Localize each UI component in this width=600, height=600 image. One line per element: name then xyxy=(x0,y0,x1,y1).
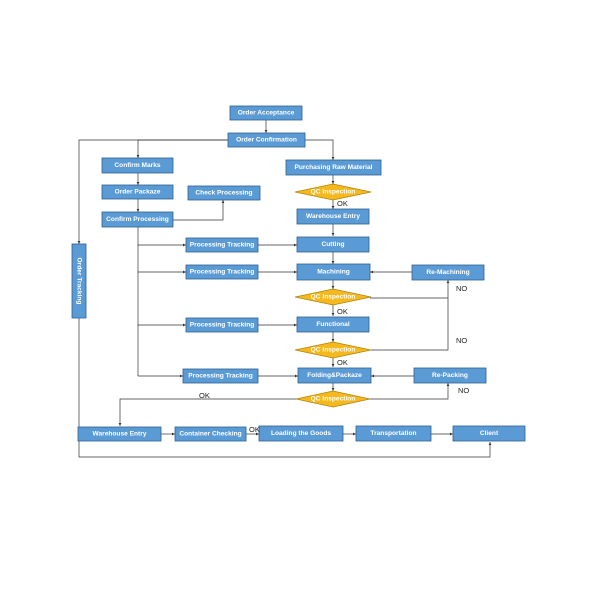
label-processing-tracking-1: Processing Tracking xyxy=(190,242,255,249)
arrow-qc2-no-to-remachining xyxy=(370,280,450,299)
no-label-qc3: NO xyxy=(456,336,467,345)
line-qc3-no-to-remachining xyxy=(370,298,449,351)
label-transportation: Transportation xyxy=(370,430,416,437)
box-order-tracking: Order Tracking xyxy=(71,243,87,319)
box-cutting: Cutting xyxy=(296,236,370,253)
box-warehouse-entry-bottom: Warehouse Entry xyxy=(77,426,162,442)
box-processing-tracking-3: Processing Tracking xyxy=(185,317,259,333)
arrow-confirmation-to-marks xyxy=(136,139,228,158)
box-warehouse-entry-top: Warehouse Entry xyxy=(296,208,370,225)
label-container-checking: Container Checking xyxy=(179,431,241,438)
label-processing-tracking-2: Processing Tracking xyxy=(190,269,255,276)
box-processing-tracking-4: Processing Tracking xyxy=(182,368,259,384)
ok-label-qc2: OK xyxy=(337,307,348,316)
box-re-machining: Re-Machining xyxy=(411,264,485,281)
diamond-qc-inspection-3: QC Inspection xyxy=(294,341,372,359)
box-confirm-marks: Confirm Marks xyxy=(101,157,174,174)
label-warehouse-entry-top: Warehouse Entry xyxy=(306,213,360,220)
label-cutting: Cutting xyxy=(321,241,344,248)
label-re-packing: Re-Packing xyxy=(432,372,468,379)
label-confirm-marks: Confirm Marks xyxy=(114,162,160,169)
diamond-qc-inspection-4: QC Inspection xyxy=(295,390,371,408)
ok-label-qc3: OK xyxy=(337,358,348,367)
label-processing-tracking-3: Processing Tracking xyxy=(190,322,255,329)
box-confirm-processing: Confirm Processing xyxy=(101,211,174,228)
arrow-confirm-to-check-processing xyxy=(173,200,225,221)
arrow-confirmation-to-order-tracking xyxy=(77,139,228,244)
box-folding-package: Folding&Packaze xyxy=(297,367,372,384)
label-check-processing: Check Processing xyxy=(195,190,252,197)
label-re-machining: Re-Machining xyxy=(426,269,469,276)
label-processing-tracking-4: Processing Tracking xyxy=(188,373,253,380)
label-machining: Machining xyxy=(317,269,350,276)
label-qc-inspection-2: QC Inspection xyxy=(311,294,356,301)
arrow-qc4-ok-to-warehouse xyxy=(118,398,297,426)
no-label-qc2: NO xyxy=(456,284,467,293)
diamond-qc-inspection-1: QC Inspection xyxy=(294,183,372,201)
box-order-confirmation: Order Confirmation xyxy=(227,132,306,148)
label-loading-the-goods: Loading the Goods xyxy=(271,430,331,437)
box-processing-tracking-2: Processing Tracking xyxy=(185,264,259,280)
connectors xyxy=(77,120,492,458)
box-transportation: Transportation xyxy=(355,425,432,442)
no-label-qc4: NO xyxy=(458,386,469,395)
label-folding-package: Folding&Packaze xyxy=(307,372,362,379)
box-re-packing: Re-Packing xyxy=(413,367,487,384)
arrow-confirmation-to-purchasing xyxy=(305,139,335,160)
label-client: Client xyxy=(480,430,499,437)
arrow-qc4-no-to-repacking xyxy=(370,383,450,400)
label-confirm-processing: Confirm Processing xyxy=(106,216,169,223)
arrow-order-tracking-to-client xyxy=(78,318,492,458)
label-qc-inspection-3: QC Inspection xyxy=(311,347,356,354)
ok-label-qc4: OK xyxy=(199,391,210,400)
box-purchasing-raw-material: Purchasing Raw Material xyxy=(285,159,382,176)
label-warehouse-entry-bottom: Warehouse Entry xyxy=(93,431,147,438)
label-order-tracking: Order Tracking xyxy=(76,258,83,305)
box-machining: Machining xyxy=(296,263,371,281)
ok-label-qc1: OK xyxy=(337,199,348,208)
label-functional: Functional xyxy=(316,321,350,328)
box-processing-tracking-1: Processing Tracking xyxy=(185,237,259,253)
label-order-acceptance: Order Acceptance xyxy=(238,110,295,117)
box-functional: Functional xyxy=(296,316,370,333)
ok-label-container: OK xyxy=(249,425,260,434)
box-client: Client xyxy=(452,425,526,442)
label-qc-inspection-1: QC Inspection xyxy=(311,189,356,196)
label-order-package: Order Packaze xyxy=(115,189,161,196)
label-qc-inspection-4: QC Inspection xyxy=(311,396,356,403)
box-order-acceptance: Order Acceptance xyxy=(229,105,303,121)
box-container-checking: Container Checking xyxy=(174,426,247,442)
diamond-qc-inspection-2: QC Inspection xyxy=(294,288,372,306)
box-check-processing: Check Processing xyxy=(187,185,261,201)
label-purchasing-raw-material: Purchasing Raw Material xyxy=(294,164,372,171)
box-loading-the-goods: Loading the Goods xyxy=(258,425,344,442)
box-order-package: Order Packaze xyxy=(101,184,174,200)
label-order-confirmation: Order Confirmation xyxy=(236,137,297,144)
